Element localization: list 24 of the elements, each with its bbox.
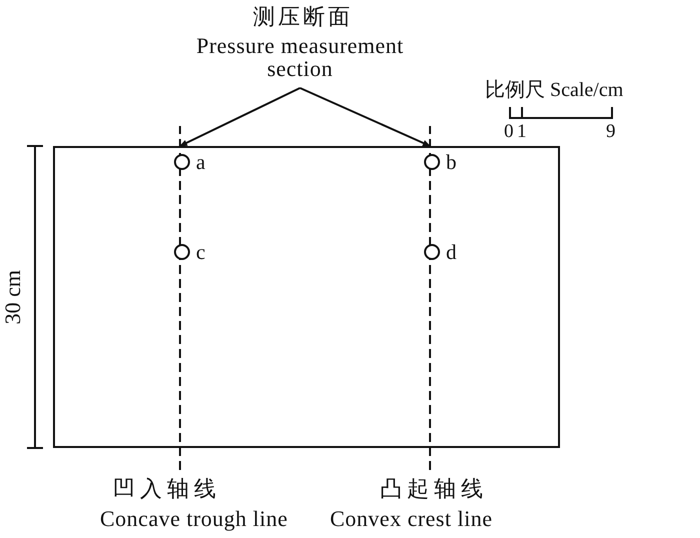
arrow <box>179 87 300 147</box>
dimension-label: 30 cm <box>2 270 24 324</box>
axis-line <box>429 126 431 470</box>
chinese-caption: 凸起轴线 <box>380 478 488 500</box>
pressure-tap <box>174 244 190 260</box>
scale-tick-label: 9 <box>606 122 616 141</box>
pressure-tap <box>424 154 440 170</box>
axis-line <box>179 126 181 470</box>
scale-tick-label: 1 <box>517 122 526 141</box>
chinese-caption: 测压断面 <box>253 6 353 28</box>
english-caption: Convex crest line <box>330 508 492 530</box>
scale-title: 比例尺 Scale/cm <box>485 80 624 100</box>
scale-tick-label: 0 <box>504 122 514 141</box>
pressure-tap <box>424 244 440 260</box>
pressure-tap <box>174 154 190 170</box>
model-outline <box>53 146 560 448</box>
english-caption: Pressure measurement section <box>195 34 405 80</box>
english-caption: Concave trough line <box>100 508 288 530</box>
arrow <box>300 87 431 147</box>
point-label: c <box>196 242 206 263</box>
point-label: d <box>446 242 456 263</box>
chinese-caption: 凹入轴线 <box>113 478 221 500</box>
point-label: b <box>446 152 456 173</box>
point-label: a <box>196 152 206 173</box>
